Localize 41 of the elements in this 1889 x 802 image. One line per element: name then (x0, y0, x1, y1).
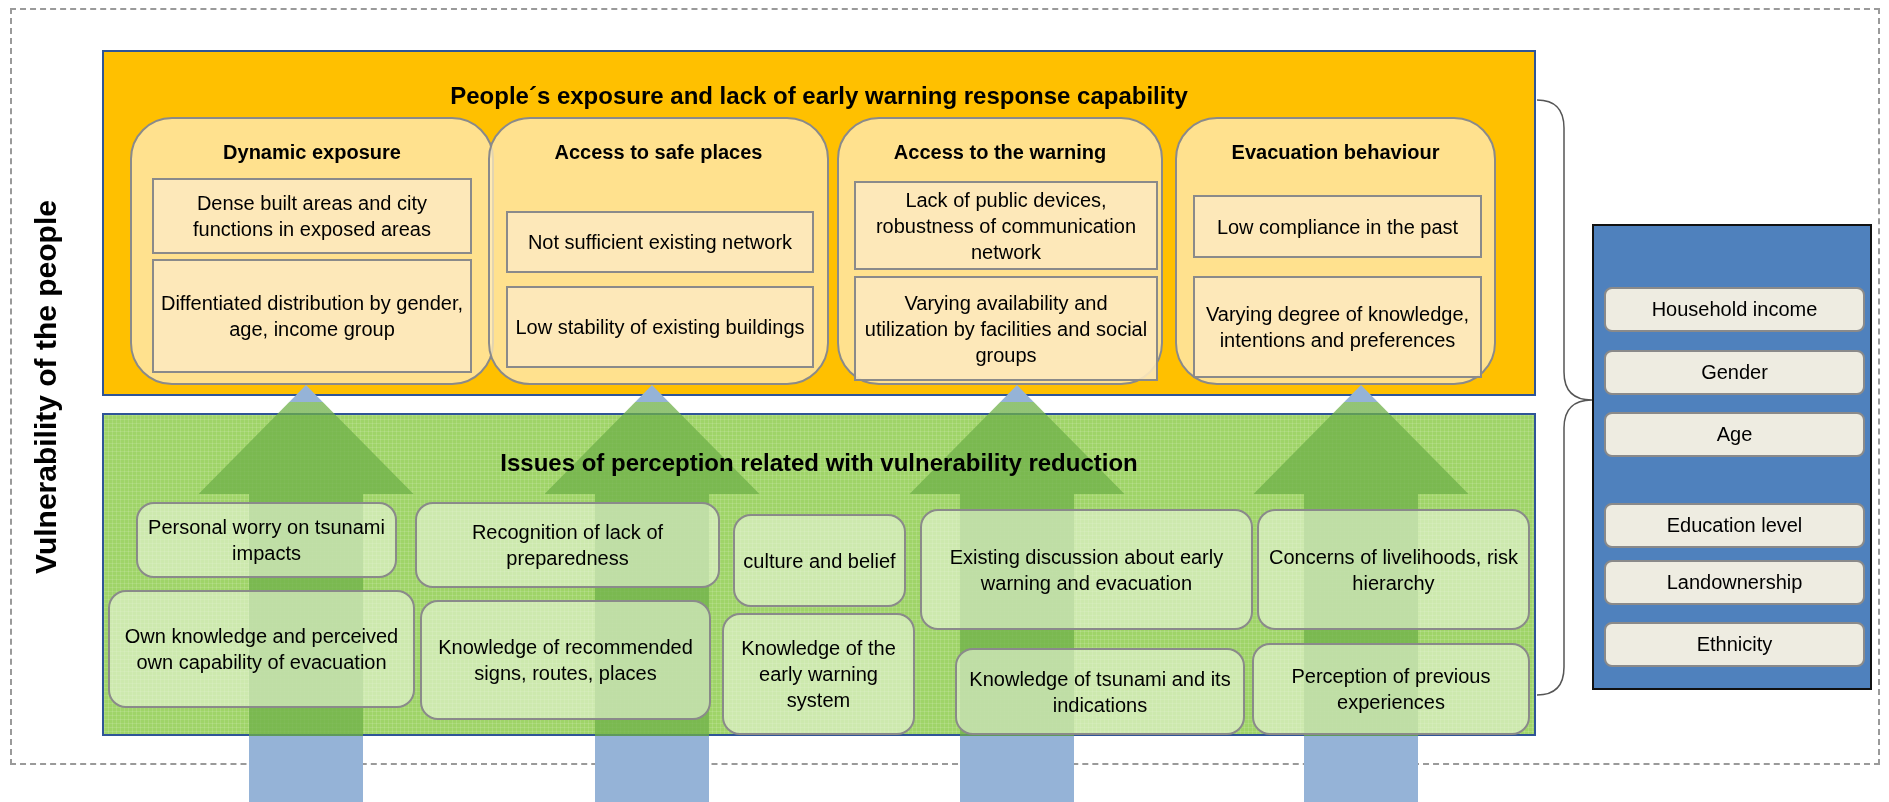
group-heading: Dynamic exposure (222, 141, 402, 164)
factor-box: Lack of public devices, robustness of communication network (854, 181, 1158, 270)
perception-box: culture and belief (733, 514, 906, 607)
exposure-panel (102, 50, 1536, 396)
factor-box: Landownership (1604, 560, 1865, 605)
perception-box: Existing discussion about early warning and evacuation (920, 509, 1253, 630)
panel-title: People´s exposure and lack of early warning response capability (449, 82, 1189, 110)
panel-title: Issues of perception related with vulnerability reduction (499, 449, 1139, 477)
group-panel (837, 117, 1163, 385)
group-heading: Access to the warning (892, 141, 1108, 164)
perception-box: Recognition of lack of preparedness (415, 502, 720, 588)
factor-panel (1592, 224, 1872, 690)
factor-box: Not sufficient existing network (506, 211, 814, 273)
group-panel (488, 117, 829, 385)
perception-box: Knowledge of recommended signs, routes, places (420, 600, 711, 720)
group-heading: Access to safe places (553, 141, 764, 164)
upward-arrow (909, 385, 1125, 802)
perception-box: Knowledge of tsunami and its indications (955, 648, 1245, 735)
upward-arrow (544, 385, 760, 802)
factor-box: Dense built areas and city functions in exposed areas (152, 178, 472, 254)
perception-box: Personal worry on tsunami impacts (136, 502, 397, 578)
factor-box: Household income (1604, 287, 1865, 332)
perception-box: Own knowledge and perceived own capability of evacuation (108, 590, 415, 708)
factor-box: Ethnicity (1604, 622, 1865, 667)
perception-box: Knowledge of the early warning system (722, 613, 915, 735)
upward-arrow (1253, 385, 1469, 802)
factor-box: Low compliance in the past (1193, 195, 1482, 258)
factor-box: Diffentiated distribution by gender, age, income group (152, 259, 472, 373)
factor-box: Education level (1604, 503, 1865, 548)
perception-box: Concerns of livelihoods, risk hierarchy (1257, 509, 1530, 630)
factor-box: Varying availability and utilization by facilities and social groups (854, 276, 1158, 381)
factor-box: Varying degree of knowledge, intentions and preferences (1193, 276, 1482, 378)
vertical-title: Vulnerability of the people (29, 200, 63, 574)
factor-box: Low stability of existing buildings (506, 286, 814, 368)
factor-box: Gender (1604, 350, 1865, 395)
group-panel (1175, 117, 1496, 385)
perception-box: Perception of previous experiences (1252, 643, 1530, 735)
group-heading: Evacuation behaviour (1230, 141, 1441, 164)
dashed-frame (10, 8, 1880, 765)
upward-arrow (198, 385, 414, 802)
factor-box: Age (1604, 412, 1865, 457)
